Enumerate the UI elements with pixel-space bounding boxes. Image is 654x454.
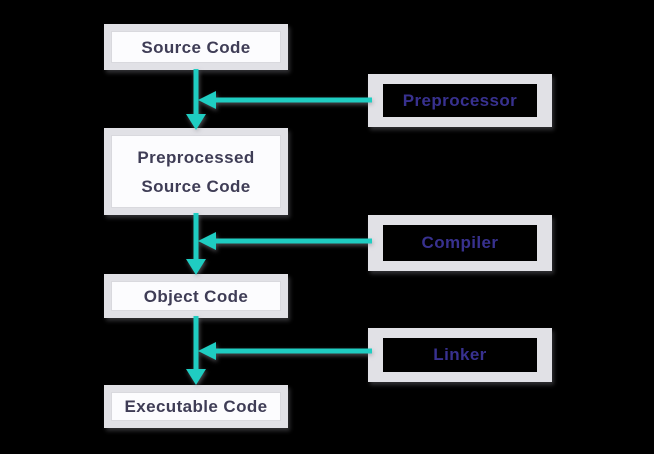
node-executable-code: Executable Code: [104, 385, 288, 428]
arrow-compiler-feed: [198, 232, 372, 250]
process-compiler-label: Compiler: [421, 233, 499, 252]
node-executable-code-label: Executable Code: [124, 397, 268, 416]
node-preprocessed-source-code-inner: Preprocessed Source Code: [111, 135, 281, 208]
node-source-code-label: Source Code: [141, 37, 251, 57]
node-object-code-inner: Object Code: [111, 281, 281, 311]
arrow-preprocessor-feed: [198, 91, 372, 109]
process-linker-label: Linker: [433, 345, 487, 364]
arrow-source-to-preprocessed: [186, 69, 206, 130]
arrow-preprocessed-to-object: [186, 213, 206, 275]
node-source-code-inner: Source Code: [111, 31, 281, 63]
process-compiler: Compiler: [368, 215, 552, 271]
node-object-code-label: Object Code: [143, 286, 249, 306]
process-preprocessor-label: Preprocessor: [402, 90, 518, 110]
arrow-linker-feed: [198, 342, 372, 360]
arrow-object-to-executable: [186, 316, 206, 385]
process-linker: Linker: [368, 328, 552, 382]
node-preprocessed-source-code-label: Preprocessed Source Code: [137, 147, 255, 196]
node-object-code: Object Code: [104, 274, 288, 318]
node-executable-code-inner: Executable Code: [111, 392, 281, 421]
process-preprocessor-inner: Preprocessor: [383, 84, 537, 117]
process-compiler-inner: Compiler: [383, 225, 537, 261]
process-linker-inner: Linker: [383, 338, 537, 372]
node-source-code: Source Code: [104, 24, 288, 70]
node-preprocessed-source-code: Preprocessed Source Code: [104, 128, 288, 215]
process-preprocessor: Preprocessor: [368, 74, 552, 127]
